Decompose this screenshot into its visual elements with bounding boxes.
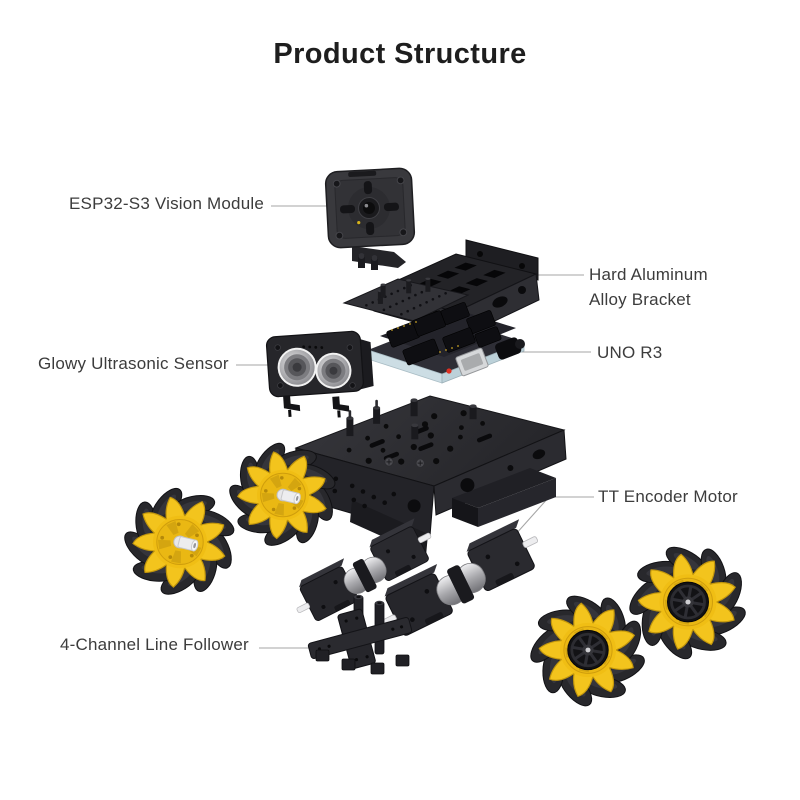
tt-encoder-motor-graphic: [296, 518, 432, 622]
label-bracket-line1: Hard Aluminum: [589, 265, 708, 284]
uno-r3-graphic: [367, 302, 525, 384]
label-uno: UNO R3: [597, 343, 663, 362]
page-title: Product Structure: [273, 38, 527, 70]
label-ultrasonic: Glowy Ultrasonic Sensor: [38, 354, 229, 373]
mecanum-wheel-graphic: [124, 487, 235, 595]
mecanum-wheel-graphic: [629, 546, 746, 660]
mecanum-wheel-graphic: [530, 595, 645, 707]
label-bracket: Hard Aluminum Alloy Bracket: [589, 262, 708, 312]
label-vision-module: ESP32-S3 Vision Module: [69, 194, 264, 213]
tt-encoder-motor-graphic: [381, 519, 538, 636]
mecanum-wheel-graphic: [229, 442, 336, 546]
chassis-graphic: [291, 395, 567, 556]
label-line-follower: 4-Channel Line Follower: [60, 635, 249, 654]
ultrasonic-graphic: [265, 330, 374, 418]
bracket-graphic: [342, 239, 540, 339]
label-motor: TT Encoder Motor: [598, 487, 738, 506]
line-follower-graphic: [307, 594, 413, 675]
vision-module-graphic: [324, 167, 416, 270]
label-bracket-line2: Alloy Bracket: [589, 290, 691, 309]
